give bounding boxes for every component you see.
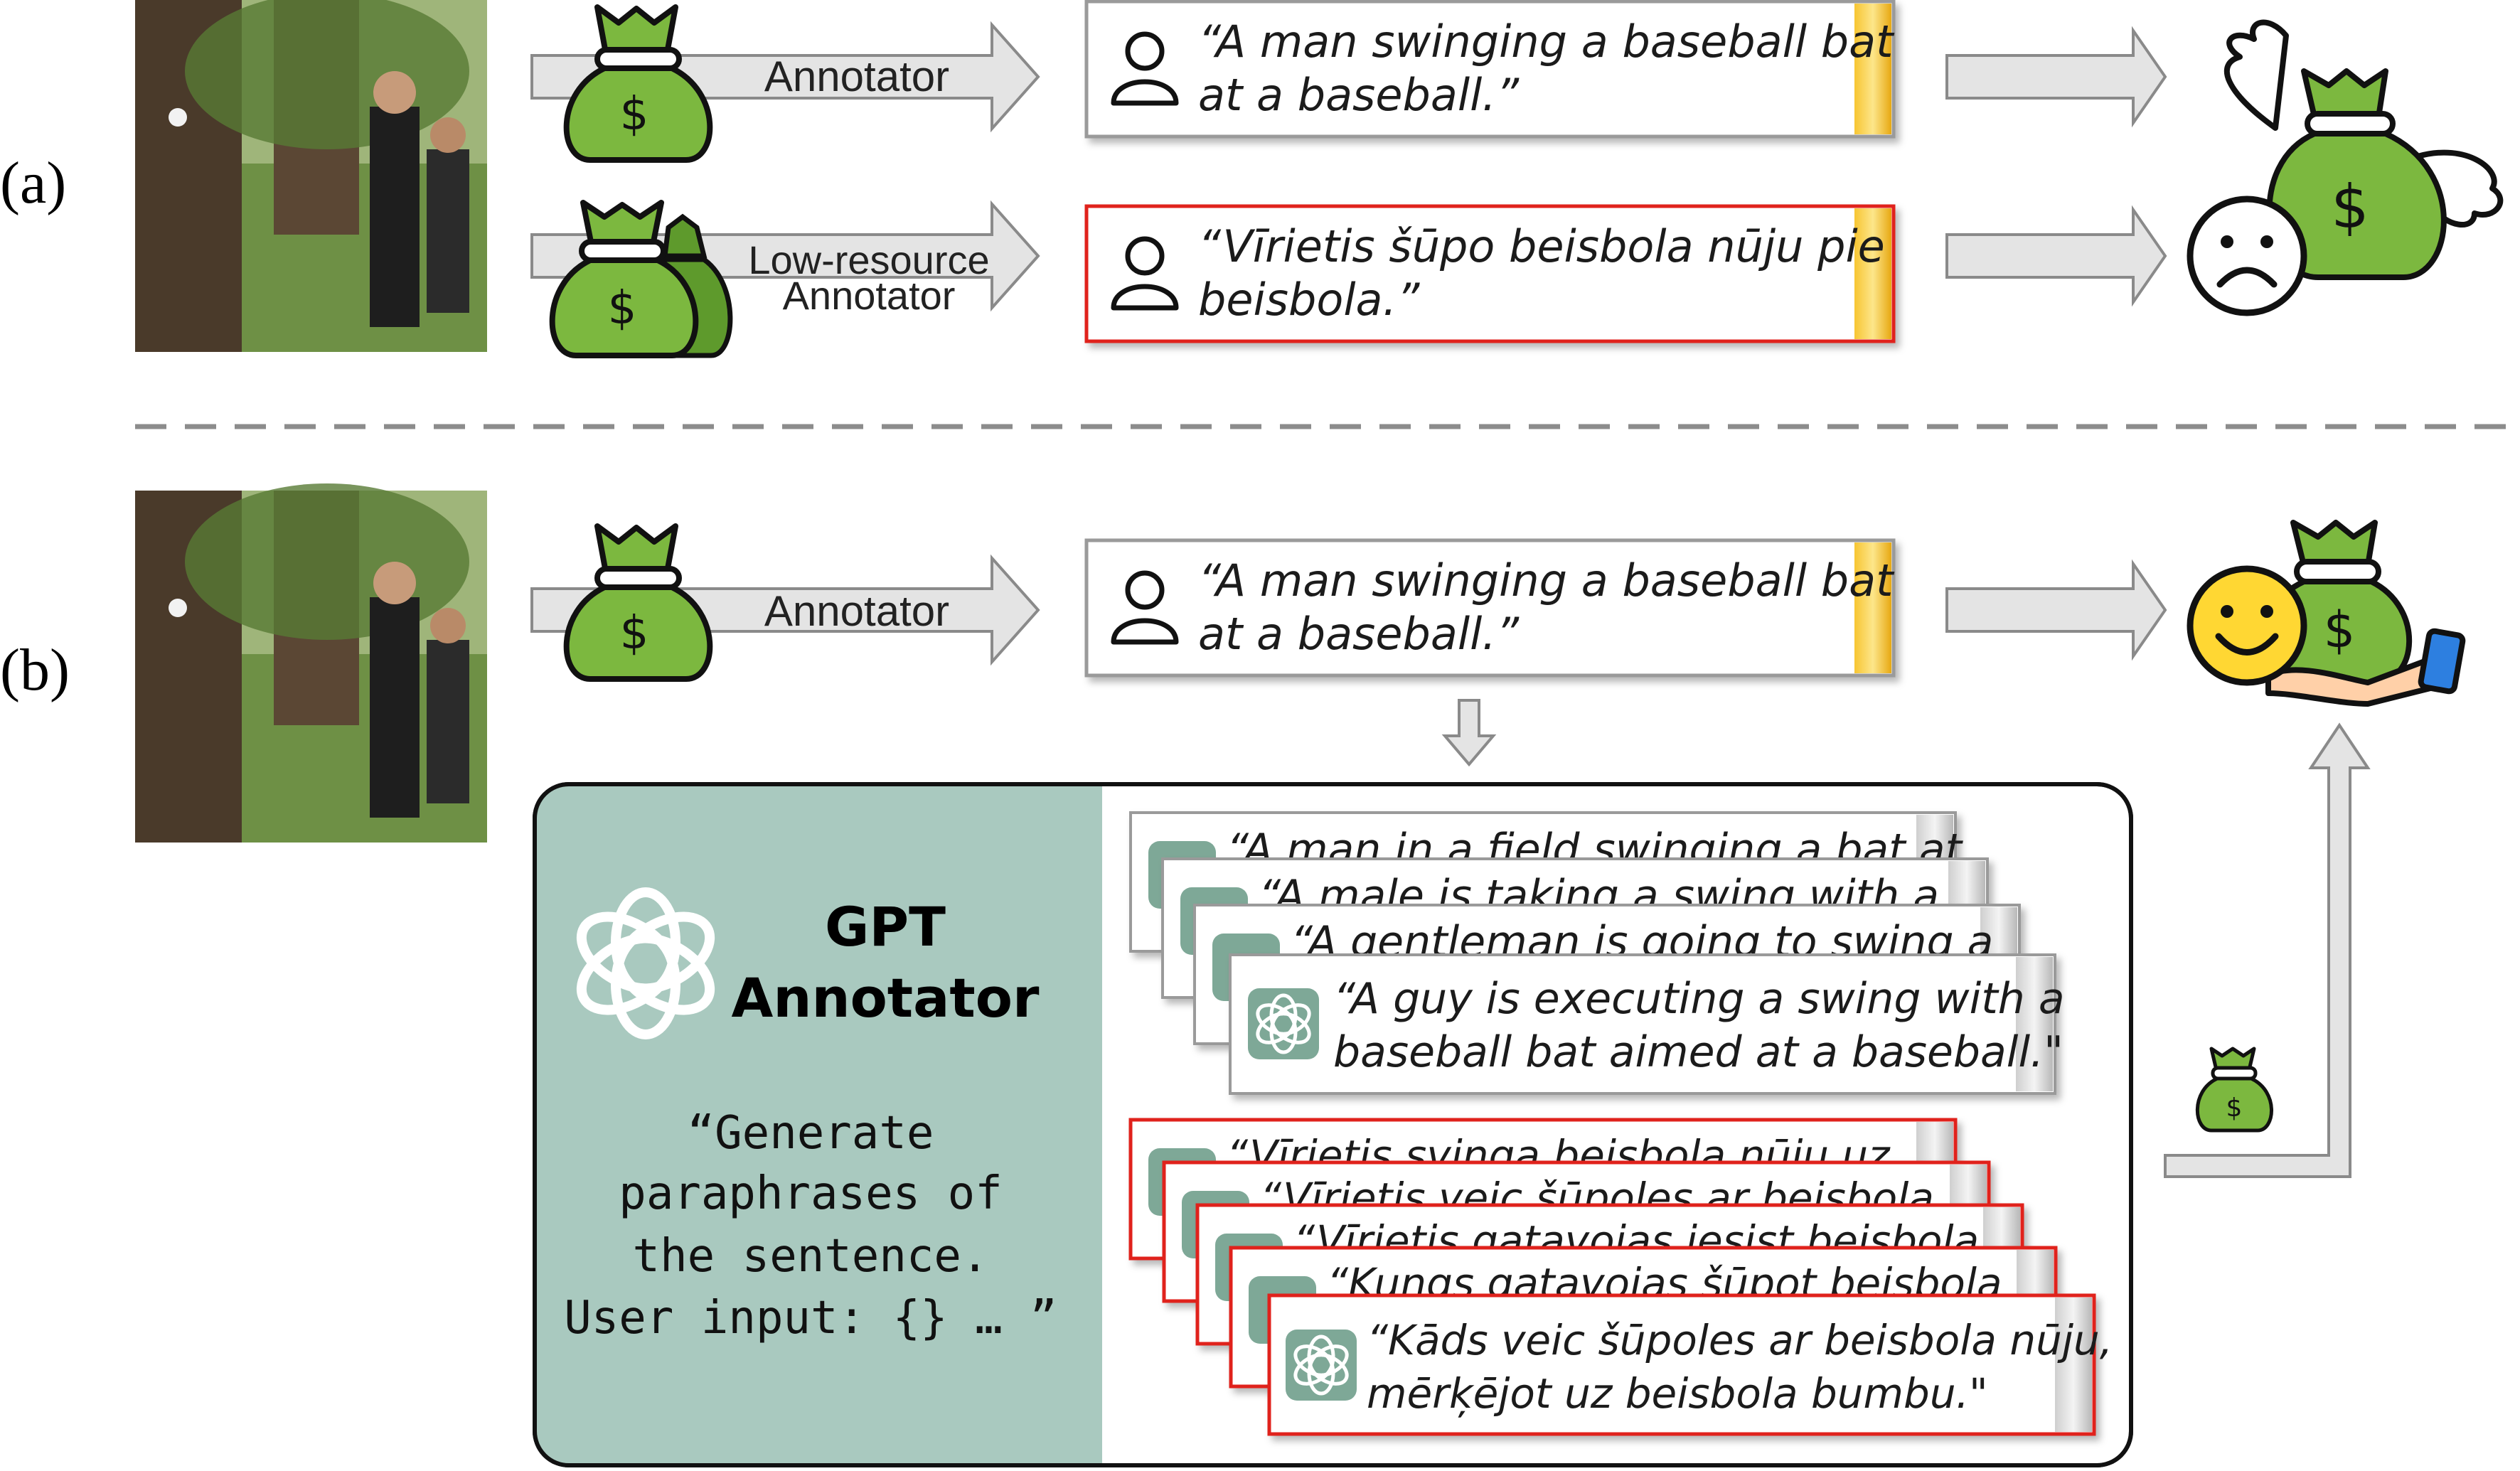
- paraphrase-card-lv-front: “Kāds veic šūpoles ar beisbola nūju, mēr…: [1267, 1293, 2113, 1436]
- caption-en-a-line2: at a baseball.”: [1198, 69, 1520, 121]
- result-arrow-a2: [1945, 205, 2167, 307]
- lowres-label-line2: Annotator: [783, 273, 956, 318]
- prompt-line-3: the sentence.: [633, 1230, 989, 1283]
- caption-box-english-b: [1084, 538, 1896, 678]
- part-label-a: (a): [0, 150, 66, 216]
- money-bag-icon: $: [563, 523, 713, 682]
- caption-lv-a-line2: beisbola.”: [1198, 274, 1420, 326]
- lowres-label-line1: Low-resource: [748, 237, 989, 282]
- english-paraphrase-stack: “A man in a field swinging a bat at “A m…: [1129, 811, 2065, 1095]
- result-arrow-a1: [1945, 26, 2167, 128]
- user-icon: [1111, 31, 1179, 106]
- svg-text:$: $: [2324, 601, 2356, 659]
- chatgpt-icon: [1248, 988, 1319, 1059]
- svg-text:$: $: [620, 88, 649, 141]
- baseball-photo-a: [135, 0, 487, 352]
- svg-text:$: $: [608, 282, 637, 335]
- caption-en-b-line1: “A man swinging a baseball bat: [1198, 555, 1895, 606]
- prompt-line-2: paraphrases of: [619, 1167, 1002, 1220]
- money-bag-icon: $: [563, 4, 713, 163]
- openai-logo-icon: [576, 887, 715, 1039]
- paraphrase-en-front-line1: “A guy is executing a swing with a: [1333, 974, 2065, 1024]
- gpt-title-line1: GPT: [825, 895, 946, 958]
- money-bags-icon: $: [549, 200, 733, 358]
- paraphrase-card-en-front: “A guy is executing a swing with a baseb…: [1229, 953, 2065, 1095]
- flying-money-sad-face-icon: $: [2187, 19, 2504, 316]
- paraphrase-lv-front-line2: mērķējot uz beisbola bumbu.": [1367, 1369, 1988, 1418]
- paraphrase-lv-front-line1: “Kāds veic šūpoles ar beisbola nūju,: [1367, 1316, 2113, 1364]
- caption-en-a-line1: “A man swinging a baseball bat: [1198, 16, 1895, 68]
- gpt-result-arrow: [2164, 722, 2371, 1178]
- happy-face-money-hand-icon: $: [2187, 520, 2466, 707]
- svg-text:$: $: [2331, 172, 2369, 242]
- chatgpt-icon: [1286, 1330, 1357, 1401]
- caption-lv-a-line1: “Vīrietis šūpo beisbola nūju pie: [1198, 220, 1885, 272]
- baseball-photo-b: [135, 483, 487, 843]
- caption-box-english-a: [1084, 0, 1896, 139]
- annotator-label-b: Annotator: [764, 587, 949, 635]
- gpt-title-line2: Annotator: [732, 966, 1040, 1029]
- annotator-label-a: Annotator: [764, 53, 949, 100]
- user-icon: [1111, 570, 1179, 645]
- small-money-bag-icon: $: [2195, 1047, 2273, 1133]
- latvian-paraphrase-stack: “Vīrietis svinga beisbola nūju uz “Vīrie…: [1128, 1118, 2113, 1436]
- svg-text:$: $: [620, 607, 649, 660]
- result-arrow-b: [1945, 559, 2167, 661]
- svg-text:$: $: [2226, 1093, 2243, 1123]
- down-arrow: [1441, 699, 1497, 767]
- prompt-line-1: “Generate: [688, 1107, 934, 1160]
- part-label-b: (b): [0, 637, 70, 703]
- caption-box-latvian-a: [1084, 204, 1896, 343]
- caption-en-b-line2: at a baseball.”: [1198, 608, 1520, 660]
- user-icon: [1111, 236, 1179, 311]
- prompt-line-4: User input: {} … ”: [564, 1292, 1057, 1344]
- paraphrase-en-front-line2: baseball bat aimed at a baseball.": [1333, 1027, 2063, 1077]
